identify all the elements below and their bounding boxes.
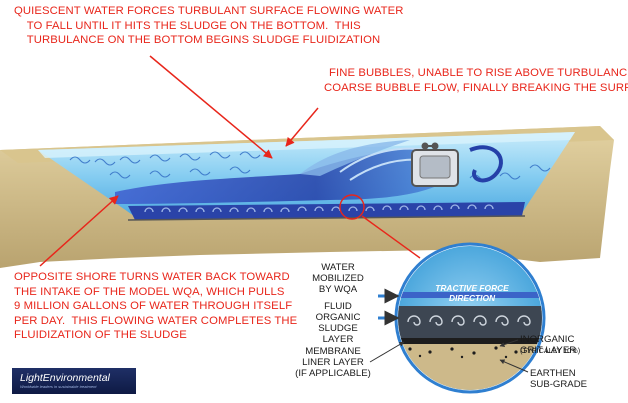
zoom-leader-line <box>361 215 421 259</box>
tractive-force-label: TRACTIVE FORCE DIRECTION <box>435 283 509 303</box>
label-fluid-sludge: FLUID ORGANIC SLUDGE LAYER <box>315 301 361 345</box>
flow-plume <box>115 140 503 204</box>
note-fine-bubbles: FINE BUBBLES, UNABLE TO RISE ABOVE TURBU… <box>324 67 628 94</box>
logo-name: LightEnvironmental <box>20 372 110 384</box>
note-opposite-shore: OPPOSITE SHORE TURNS WATER BACK TOWARD T… <box>14 271 298 341</box>
label-grit-note: (TYPICALLY 10%) <box>520 346 581 355</box>
label-water-mobilized: WATER MOBILIZED BY WQA <box>312 262 364 295</box>
arrow-top-note <box>149 55 273 159</box>
label-membrane-liner: MEMBRANE LINER LAYER (IF APPLICABLE) <box>295 346 371 379</box>
zoom-source-marker <box>339 194 365 220</box>
label-earthen-subgrade: EARTHEN SUB-GRADE <box>530 368 588 390</box>
wqa-device-icon <box>411 142 459 187</box>
label-grit-layer: INORGANIC GRIT LAYER <box>520 334 577 356</box>
arrow-bottom-note <box>39 195 119 267</box>
arrow-right-note <box>285 107 319 147</box>
note-quiescent-water: QUIESCENT WATER FORCES TURBULANT SURFACE… <box>14 5 404 46</box>
logo-tagline: Worldwide leaders in sustainable treatme… <box>20 384 97 389</box>
brand-logo: LightEnvironmental Worldwide leaders in … <box>12 368 136 394</box>
zoom-callout <box>394 242 546 394</box>
layer-pointers <box>369 288 529 373</box>
sludge-floor <box>127 202 526 221</box>
